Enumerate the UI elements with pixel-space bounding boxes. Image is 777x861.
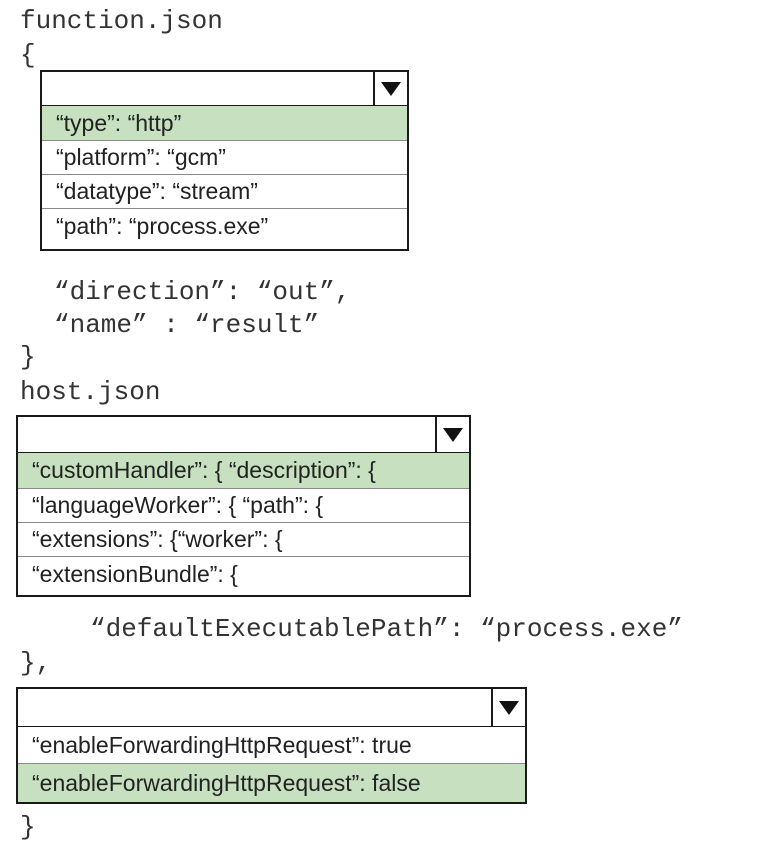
name-line: “name” : “result” (54, 310, 320, 340)
type-dropdown-header[interactable] (42, 72, 407, 106)
dropdown-option-type-http[interactable]: “type”: “http” (42, 106, 407, 141)
host-handler-dropdown[interactable]: “customHandler”: { “description”: { “lan… (16, 415, 471, 597)
default-executable-path-line: “defaultExecutablePath”: “process.exe” (90, 614, 683, 644)
forwarding-dropdown[interactable]: “enableForwardingHttpRequest”: true “ena… (16, 687, 527, 804)
host-handler-dropdown-header[interactable] (18, 417, 469, 453)
close-brace: } (20, 342, 36, 372)
forwarding-dropdown-options: “enableForwardingHttpRequest”: true “ena… (18, 727, 525, 802)
triangle-down-icon (443, 427, 463, 442)
forwarding-dropdown-header[interactable] (18, 689, 525, 727)
host-handler-dropdown-options: “customHandler”: { “description”: { “lan… (18, 453, 469, 591)
dropdown-option-forwarding-false[interactable]: “enableForwardingHttpRequest”: false (18, 764, 525, 802)
type-dropdown[interactable]: “type”: “http” “platform”: “gcm” “dataty… (40, 70, 409, 251)
dropdown-option-platform-gcm[interactable]: “platform”: “gcm” (42, 141, 407, 175)
dropdown-option-extension-bundle[interactable]: “extensionBundle”: { (32, 560, 238, 587)
forwarding-dropdown-toggle[interactable] (491, 689, 525, 726)
close-brace-comma: }, (20, 648, 52, 678)
type-dropdown-options: “type”: “http” “platform”: “gcm” “dataty… (42, 106, 407, 243)
triangle-down-icon (499, 700, 519, 715)
open-brace: { (20, 40, 36, 70)
close-brace-final: } (20, 812, 36, 842)
dropdown-option-path-process[interactable]: “path”: “process.exe” (56, 212, 269, 239)
type-dropdown-toggle[interactable] (373, 72, 407, 105)
dropdown-option-extensions[interactable]: “extensions”: {“worker”: { (18, 523, 469, 557)
triangle-down-icon (381, 81, 401, 96)
host-handler-dropdown-toggle[interactable] (435, 417, 469, 452)
dropdown-option-language-worker[interactable]: “languageWorker”: { “path”: { (18, 489, 469, 523)
dropdown-option-forwarding-true[interactable]: “enableForwardingHttpRequest”: true (18, 727, 525, 764)
direction-line: “direction”: “out”, (54, 277, 351, 307)
function-json-title: function.json (20, 6, 223, 36)
dropdown-option-custom-handler[interactable]: “customHandler”: { “description”: { (18, 453, 469, 489)
dropdown-option-datatype-stream[interactable]: “datatype”: “stream” (42, 175, 407, 209)
host-json-title: host.json (20, 377, 161, 407)
